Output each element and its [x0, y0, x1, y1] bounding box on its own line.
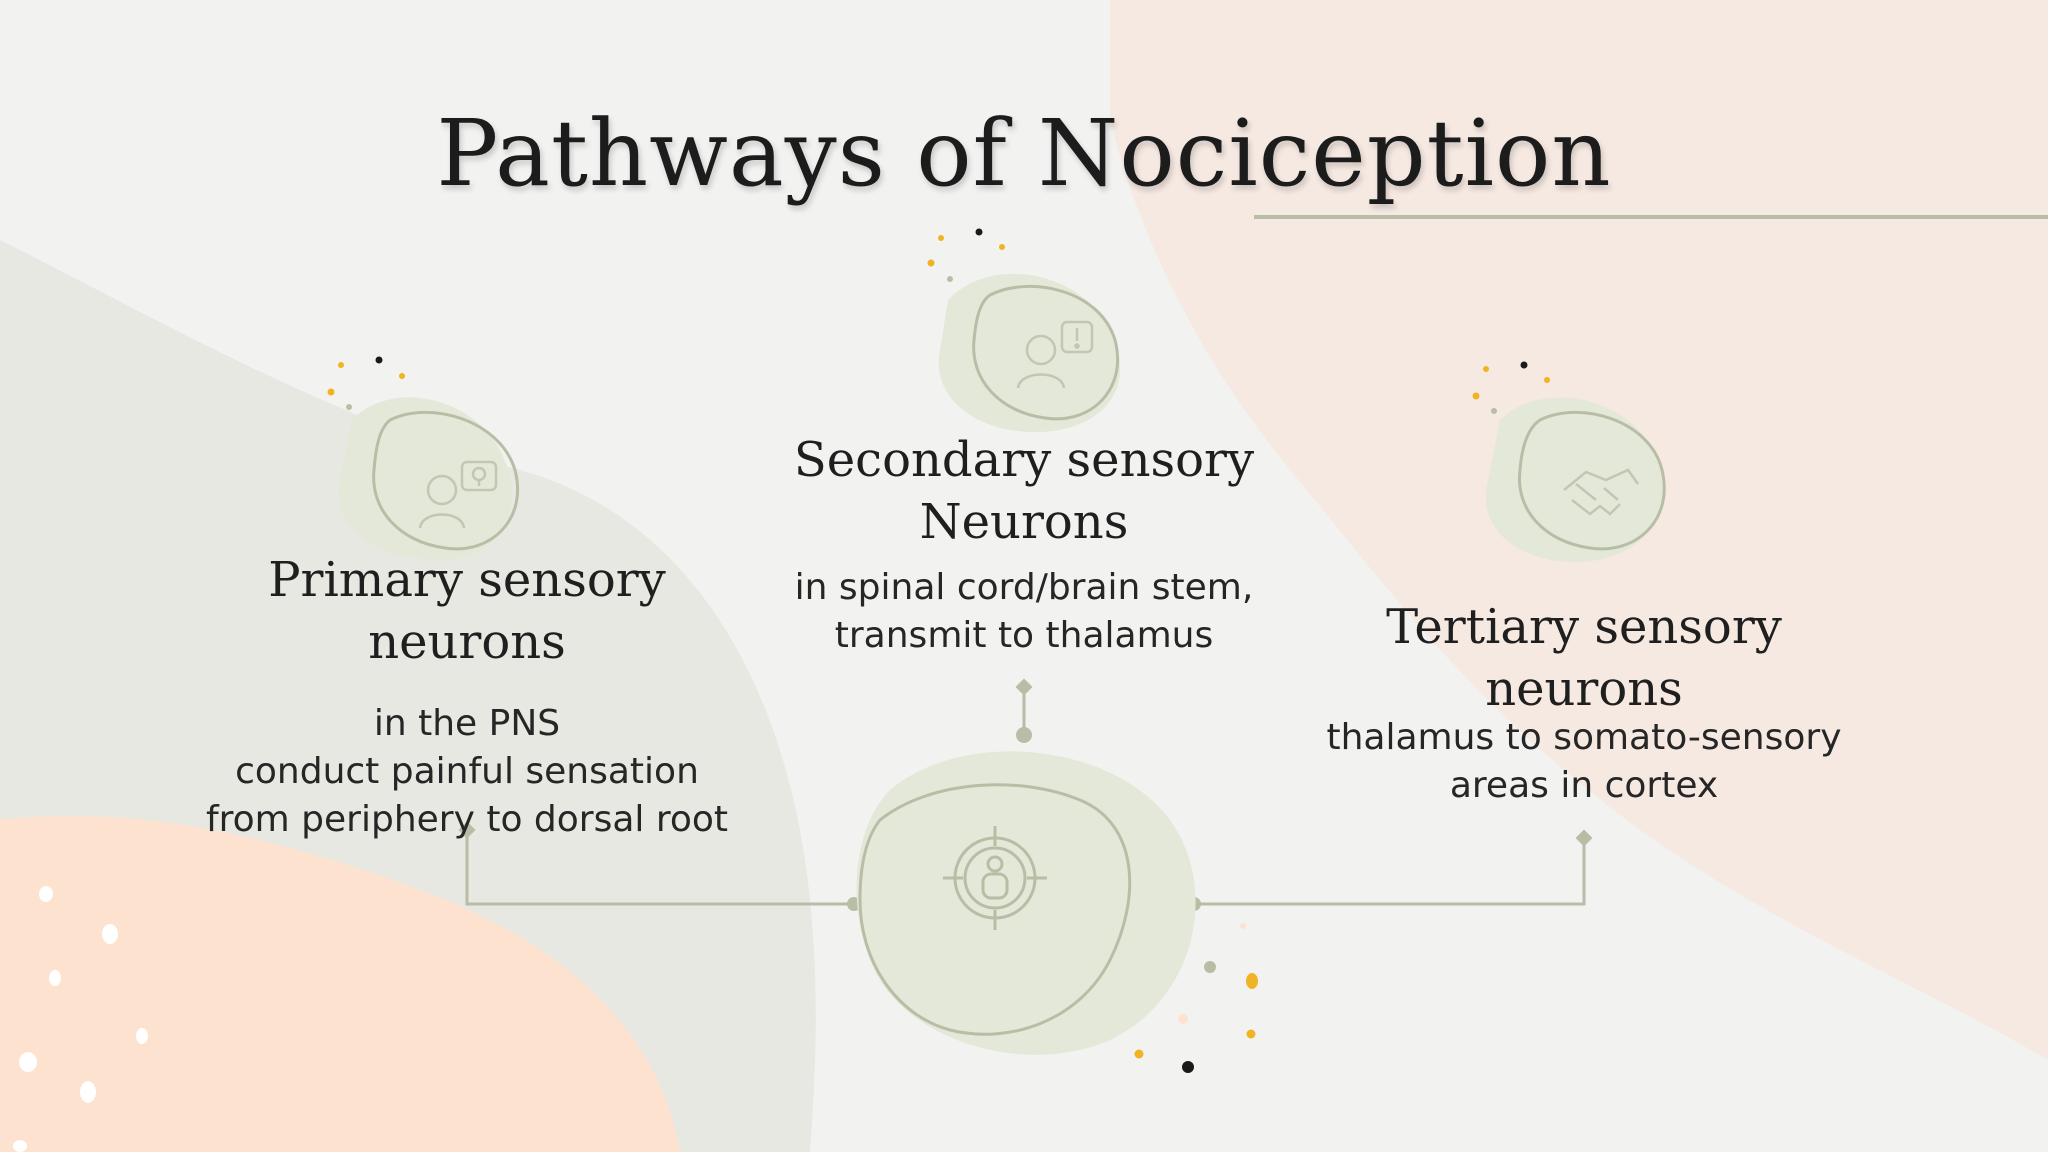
page-title: Pathways of Nociception [436, 100, 1612, 207]
primary-description: in the PNS conduct painful sensation fro… [167, 700, 767, 844]
tertiary-desc-line-2: areas in cortex [1449, 765, 1719, 806]
primary-desc-line-2: conduct painful sensation [235, 751, 699, 792]
secondary-desc-line-2: transmit to thalamus [834, 615, 1214, 656]
tertiary-desc-line-1: thalamus to somato-sensory [1326, 717, 1842, 758]
primary-heading-line-2: neurons [368, 614, 566, 670]
primary-heading: Primary sensory neurons [227, 549, 707, 673]
connector-right [1194, 838, 1586, 906]
secondary-icon-blob [938, 273, 1121, 433]
peach-blob [0, 815, 680, 1152]
tertiary-heading: Tertiary sensory neurons [1344, 596, 1824, 720]
primary-sparkle-dots [327, 356, 405, 410]
connector-top-diamond [1015, 678, 1033, 696]
person-alert-icon [1016, 320, 1094, 389]
primary-desc-line-1: in the PNS [373, 703, 561, 744]
secondary-sparkle-dots [927, 228, 1005, 282]
tertiary-icon-ring [1517, 410, 1666, 551]
white-dots [13, 886, 148, 1152]
handshake-icon [1563, 468, 1640, 516]
connector-right-diamond [1575, 829, 1593, 847]
primary-desc-line-3: from periphery to dorsal root [205, 799, 729, 840]
tertiary-icon-blob [1485, 397, 1663, 563]
connector-left-diamond [458, 821, 476, 839]
center-sparkle-dots [1134, 923, 1258, 1073]
center-icon-ring [858, 783, 1132, 1036]
target-person-icon [943, 826, 1047, 930]
tertiary-heading-line-1: Tertiary sensory [1386, 599, 1782, 655]
tertiary-sparkle-dots [1472, 361, 1550, 414]
secondary-heading-line-2: Neurons [919, 494, 1129, 550]
tertiary-description: thalamus to somato-sensory areas in cort… [1284, 714, 1884, 810]
connector-left [465, 830, 854, 906]
person-idea-icon [418, 460, 498, 529]
primary-icon-ring [372, 410, 520, 551]
secondary-desc-line-1: in spinal cord/brain stem, [794, 567, 1254, 608]
primary-icon-blob [338, 397, 512, 560]
tertiary-heading-line-2: neurons [1485, 661, 1683, 717]
secondary-heading-line-1: Secondary sensory [793, 432, 1255, 488]
secondary-icon-ring [972, 284, 1120, 421]
connector-top-node [1016, 727, 1032, 743]
primary-heading-line-1: Primary sensory [268, 552, 666, 608]
secondary-heading: Secondary sensory Neurons [774, 429, 1274, 553]
secondary-description: in spinal cord/brain stem, transmit to t… [744, 564, 1304, 660]
